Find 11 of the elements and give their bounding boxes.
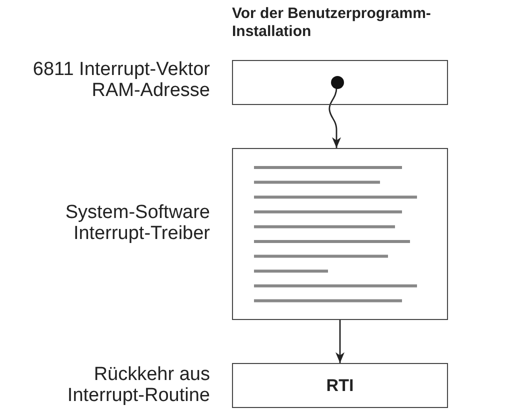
arrow (336, 320, 344, 363)
side-label: 6811 Interrupt-Vektor RAM-Adresse (32, 59, 210, 101)
curved-arrow (328, 88, 341, 148)
process-box (232, 363, 448, 408)
diagram-title: Vor der Benutzerprogramm-Installation (232, 5, 432, 41)
box-label: RTI (326, 376, 354, 396)
register-box (232, 60, 448, 105)
code-box (232, 148, 448, 320)
pointer-dot (331, 76, 344, 89)
side-label: System-Software Interrupt-Treiber (64, 202, 210, 244)
side-label: Rückkehr aus Interrupt-Routine (66, 364, 210, 406)
